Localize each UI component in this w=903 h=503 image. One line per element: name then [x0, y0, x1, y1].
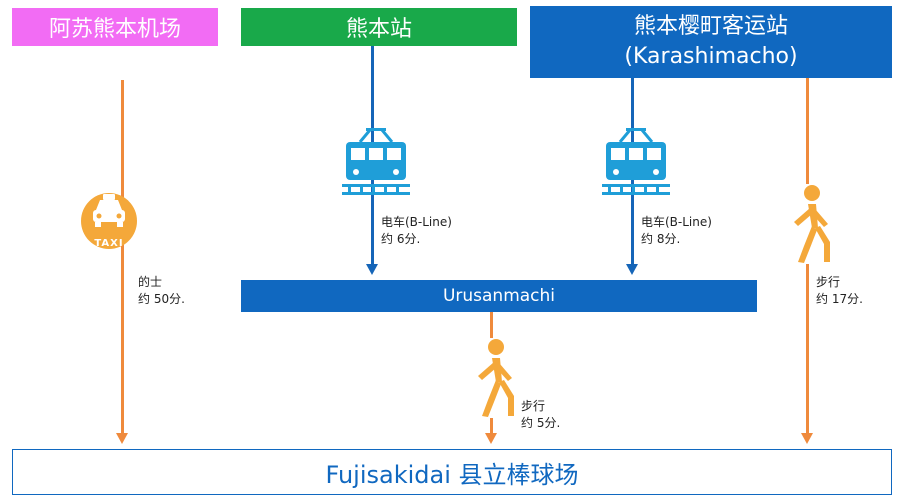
taxi-icon-label: TAXI	[94, 238, 124, 249]
taxi-route-line	[121, 80, 124, 434]
sakuramachi-label: 熊本樱町客运站	[633, 14, 788, 39]
walking-person-icon	[784, 184, 832, 264]
tram1-route-arrow	[366, 264, 378, 275]
tram2-route-arrow	[626, 264, 638, 275]
walk-transfer-mode: 步行	[521, 399, 546, 413]
urusanmachi-label: Urusanmachi	[442, 286, 556, 306]
urusanmachi-bar: Urusanmachi	[241, 280, 757, 312]
walk-transfer-note: 步行 约 5分.	[521, 398, 560, 432]
tram2-mode: 电车(B-Line)	[641, 215, 712, 229]
taxi-icon: TAXI	[80, 180, 138, 262]
tram-icon	[600, 128, 672, 198]
airport-label: 阿苏熊本机场	[48, 17, 181, 42]
airport-box: 阿苏熊本机场	[12, 8, 218, 46]
tram1-time: 约 6分.	[381, 232, 421, 246]
walk-sakuramachi-note: 步行 约 17分.	[816, 274, 863, 308]
taxi-route-arrow	[116, 433, 128, 444]
kumamoto-station-label: 熊本站	[345, 17, 412, 42]
destination-box: Fujisakidai 县立棒球场	[12, 449, 892, 495]
walk-sakuramachi-time: 约 17分.	[816, 292, 863, 306]
walk-transfer-arrow	[485, 433, 497, 444]
walking-person-icon	[468, 338, 516, 418]
tram1-route-note: 电车(B-Line) 约 6分.	[381, 214, 452, 248]
tram2-time: 约 8分.	[641, 232, 681, 246]
walk-sakuramachi-arrow	[801, 433, 813, 444]
destination-label: Fujisakidai 县立棒球场	[325, 460, 579, 489]
taxi-time: 约 50分.	[138, 292, 185, 306]
tram2-route-note: 电车(B-Line) 约 8分.	[641, 214, 712, 248]
taxi-mode: 的士	[138, 275, 163, 289]
karashimacho-label: (Karashimacho)	[624, 44, 798, 69]
taxi-route-note: 的士 约 50分.	[138, 274, 185, 308]
sakuramachi-terminal-box: 熊本樱町客运站 (Karashimacho)	[530, 6, 892, 78]
kumamoto-station-box: 熊本站	[241, 8, 517, 46]
tram1-mode: 电车(B-Line)	[381, 215, 452, 229]
tram-icon	[340, 128, 412, 198]
walk-transfer-time: 约 5分.	[521, 416, 561, 430]
walk-sakuramachi-mode: 步行	[816, 275, 841, 289]
